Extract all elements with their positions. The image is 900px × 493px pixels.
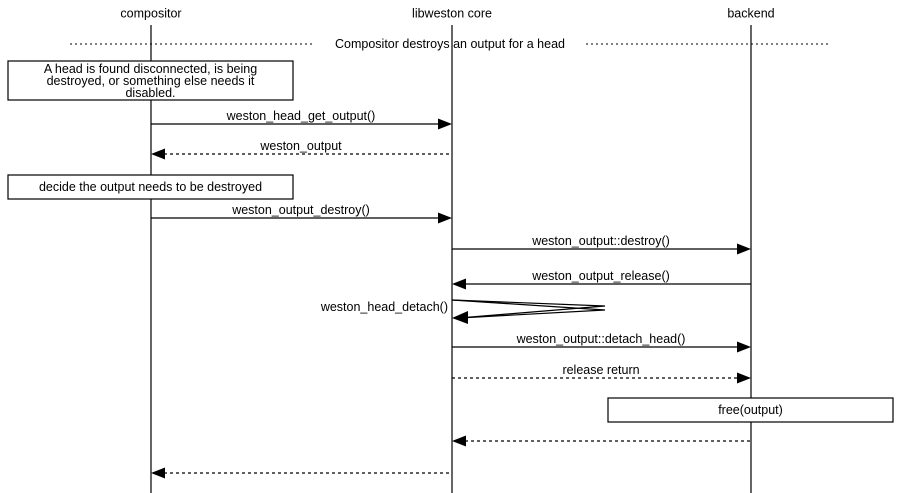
message-weston-output-destroy-vfunc: weston_output::destroy() bbox=[452, 234, 751, 255]
message-label-weston-output-return: weston_output bbox=[259, 139, 342, 153]
message-weston-output-return: weston_output bbox=[151, 139, 452, 160]
message-line-weston-head-detach-self-lower bbox=[451, 299, 606, 319]
message-weston-output-release: weston_output_release() bbox=[452, 269, 751, 290]
divider-label: Compositor destroys an output for a head bbox=[335, 37, 565, 51]
arrowhead-weston-output-release bbox=[452, 278, 466, 290]
message-label-weston-output-destroy: weston_output_destroy() bbox=[231, 203, 370, 217]
note-free-output-box bbox=[607, 397, 894, 423]
note-head-disconnected: A head is found disconnected, is being d… bbox=[7, 60, 294, 101]
message-label-release-return: release return bbox=[562, 363, 639, 377]
note-decide-destroy: decide the output needs to be destroyed bbox=[7, 174, 294, 200]
message-label-weston-output-release: weston_output_release() bbox=[531, 269, 670, 283]
message-line-weston-head-detach-self bbox=[451, 299, 606, 319]
message-weston-output-destroy: weston_output_destroy() bbox=[151, 203, 452, 224]
note-free-output: free(output) bbox=[607, 397, 894, 423]
participant-label-backend: backend bbox=[727, 6, 774, 20]
message-weston-head-get-output: weston_head_get_output() bbox=[151, 109, 452, 130]
note-free-output-line-1: free(output) bbox=[718, 403, 783, 417]
message-label-weston-output-detach-head: weston_output::detach_head() bbox=[516, 332, 686, 346]
arrowhead-weston-head-detach-self bbox=[452, 311, 468, 324]
message-weston-output-detach-head: weston_output::detach_head() bbox=[452, 332, 751, 353]
section-divider: Compositor destroys an output for a head bbox=[70, 37, 830, 51]
message-label-weston-head-get-output: weston_head_get_output() bbox=[226, 109, 376, 123]
message-label-weston-output-destroy-vfunc: weston_output::destroy() bbox=[531, 234, 670, 248]
participant-headers: compositor libweston core backend bbox=[120, 6, 774, 20]
note-decide-destroy-box bbox=[7, 174, 294, 200]
arrowhead-weston-output-return bbox=[151, 148, 165, 160]
arrowhead-weston-output-destroy-vfunc bbox=[737, 243, 751, 255]
message-backend-return bbox=[452, 435, 751, 447]
message-label-weston-head-detach: weston_head_detach() bbox=[320, 300, 448, 314]
arrowhead-backend-return bbox=[452, 435, 466, 447]
note-head-disconnected-line-1: A head is found disconnected, is being bbox=[44, 62, 257, 76]
arrowhead-weston-output-destroy bbox=[438, 212, 452, 224]
participant-label-libweston-core: libweston core bbox=[412, 6, 492, 20]
arrowhead-libweston-return bbox=[151, 467, 165, 479]
arrowhead-weston-head-get-output bbox=[438, 118, 452, 130]
arrowhead-release-return bbox=[737, 372, 751, 384]
arrowhead-weston-output-detach-head bbox=[737, 341, 751, 353]
participant-label-compositor: compositor bbox=[120, 6, 181, 20]
message-weston-head-detach-self: weston_head_detach() bbox=[320, 299, 606, 324]
note-decide-destroy-line-1: decide the output needs to be destroyed bbox=[39, 180, 262, 194]
message-libweston-return bbox=[151, 467, 452, 479]
note-head-disconnected-line-2: destroyed, or something else needs it bbox=[47, 74, 255, 88]
note-head-disconnected-box bbox=[7, 60, 294, 101]
message-release-return: release return bbox=[452, 363, 751, 384]
note-head-disconnected-line-3: disabled. bbox=[125, 86, 175, 100]
